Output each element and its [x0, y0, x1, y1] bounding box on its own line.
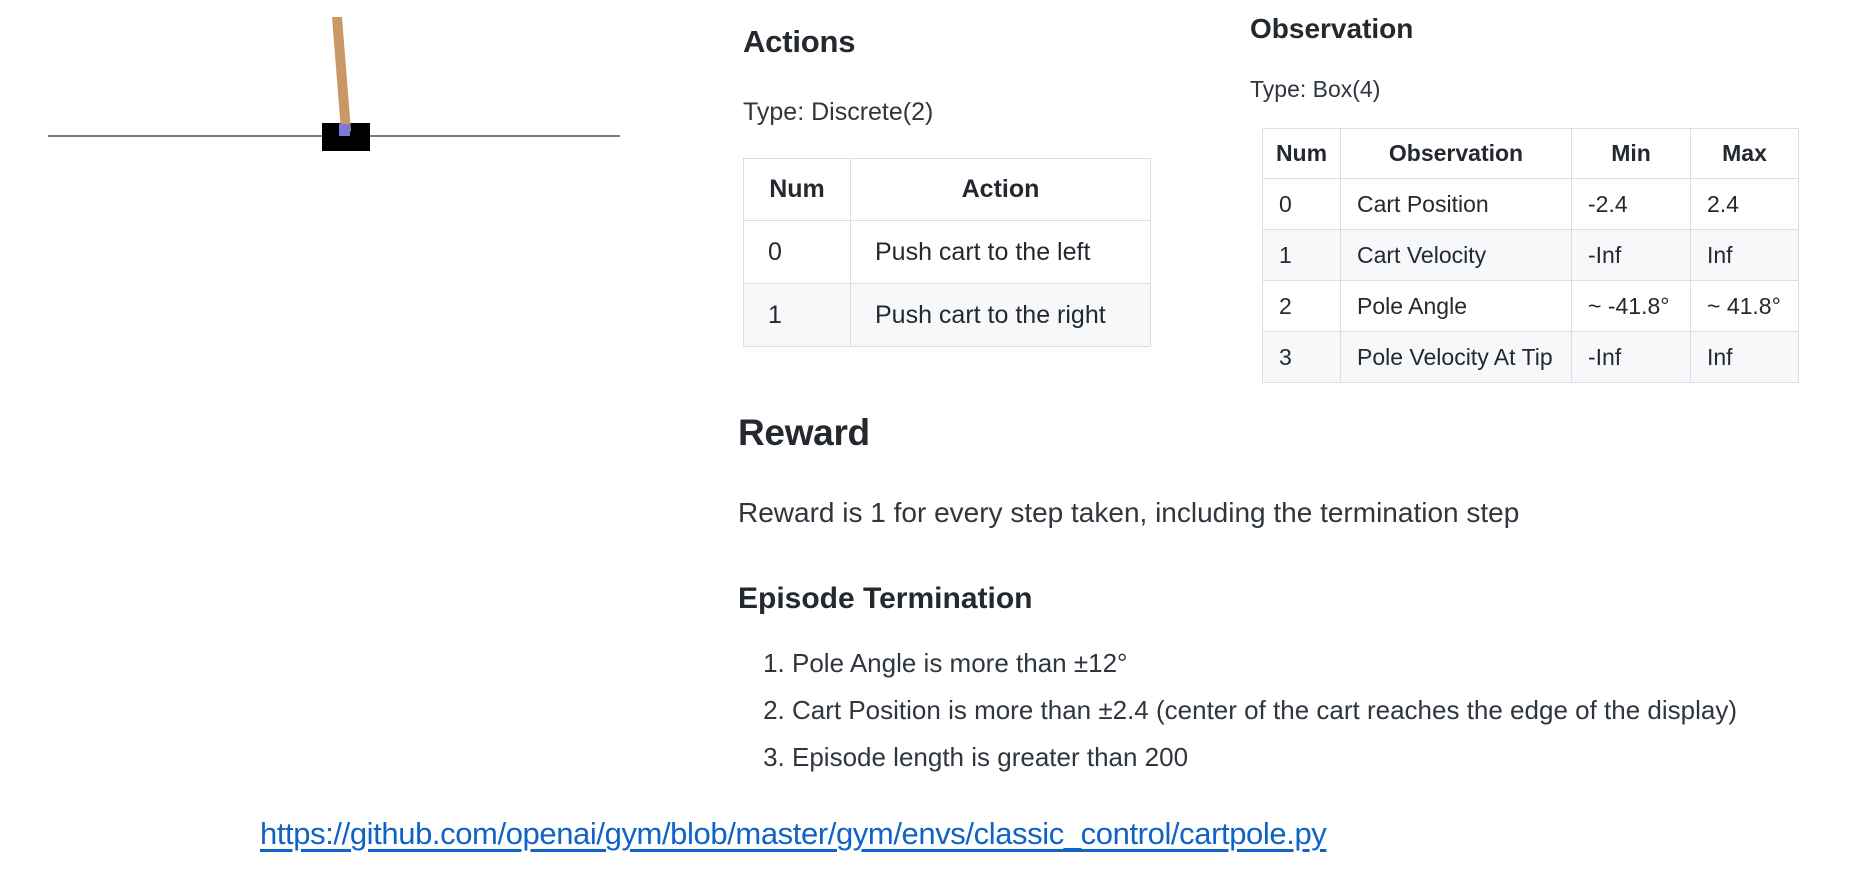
- github-source-link[interactable]: https://github.com/openai/gym/blob/maste…: [260, 816, 1327, 851]
- observation-table: Num Observation Min Max 0 Cart Position …: [1262, 128, 1799, 383]
- action-num-cell: 1: [743, 283, 851, 347]
- obs-max-cell: Inf: [1690, 229, 1799, 281]
- obs-max-cell: Inf: [1690, 331, 1799, 383]
- obs-header-max: Max: [1690, 128, 1799, 179]
- action-num-cell: 0: [743, 220, 851, 284]
- obs-min-cell: ~ -41.8°: [1571, 280, 1691, 332]
- obs-max-cell: 2.4: [1690, 178, 1799, 230]
- obs-header-num: Num: [1262, 128, 1341, 179]
- obs-num-cell: 2: [1262, 280, 1341, 332]
- obs-name-cell: Pole Velocity At Tip: [1340, 331, 1572, 383]
- obs-min-cell: -Inf: [1571, 229, 1691, 281]
- actions-header-row: Num Action: [743, 158, 1151, 221]
- reward-description: Reward is 1 for every step taken, includ…: [738, 497, 1520, 528]
- table-row: 2 Pole Angle ~ -41.8° ~ 41.8°: [1262, 280, 1799, 332]
- observation-type-label: Type: Box(4): [1250, 76, 1381, 102]
- table-row: 1 Push cart to the right: [743, 283, 1151, 347]
- obs-num-cell: 1: [1262, 229, 1341, 281]
- cartpole-render: [48, 17, 620, 151]
- table-row: 0 Cart Position -2.4 2.4: [1262, 178, 1799, 230]
- obs-name-cell: Cart Position: [1340, 178, 1572, 230]
- obs-num-cell: 3: [1262, 331, 1341, 383]
- obs-name-cell: Pole Angle: [1340, 280, 1572, 332]
- episode-termination-list: Pole Angle is more than ±12° Cart Positi…: [752, 640, 1737, 781]
- reward-heading: Reward: [738, 412, 870, 453]
- obs-name-cell: Cart Velocity: [1340, 229, 1572, 281]
- actions-type-label: Type: Discrete(2): [743, 98, 934, 126]
- action-desc-cell: Push cart to the left: [850, 220, 1151, 284]
- episode-termination-heading: Episode Termination: [738, 582, 1033, 615]
- obs-min-cell: -Inf: [1571, 331, 1691, 383]
- list-item: Cart Position is more than ±2.4 (center …: [792, 687, 1737, 734]
- list-item: Episode length is greater than 200: [792, 734, 1737, 781]
- observation-heading: Observation: [1250, 13, 1414, 44]
- actions-header-num: Num: [743, 158, 851, 221]
- axle: [339, 124, 350, 136]
- actions-table: Num Action 0 Push cart to the left 1 Pus…: [743, 158, 1151, 347]
- list-item: Pole Angle is more than ±12°: [792, 640, 1737, 687]
- obs-header-min: Min: [1571, 128, 1691, 179]
- table-row: 3 Pole Velocity At Tip -Inf Inf: [1262, 331, 1799, 383]
- obs-num-cell: 0: [1262, 178, 1341, 230]
- obs-min-cell: -2.4: [1571, 178, 1691, 230]
- pole: [332, 17, 351, 131]
- obs-max-cell: ~ 41.8°: [1690, 280, 1799, 332]
- table-row: 0 Push cart to the left: [743, 220, 1151, 284]
- observation-header-row: Num Observation Min Max: [1262, 128, 1799, 179]
- actions-heading: Actions: [743, 24, 856, 59]
- action-desc-cell: Push cart to the right: [850, 283, 1151, 347]
- table-row: 1 Cart Velocity -Inf Inf: [1262, 229, 1799, 281]
- obs-header-observation: Observation: [1340, 128, 1572, 179]
- actions-header-action: Action: [850, 158, 1151, 221]
